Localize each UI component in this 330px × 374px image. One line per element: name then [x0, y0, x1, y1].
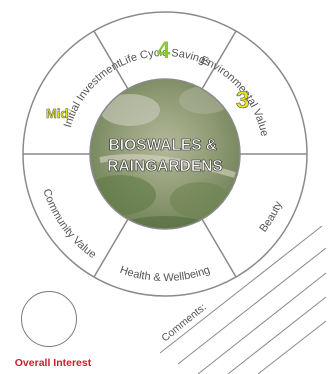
overall-interest-label: Overall Interest — [8, 357, 98, 369]
rating-environmental-value: 3 — [236, 87, 249, 114]
overall-interest-circle — [21, 291, 77, 347]
center-title-line-1: BIOSWALES & — [109, 137, 218, 154]
rating-life-cycle-savings: 4 — [157, 37, 171, 64]
comments-label: Comments: — [159, 301, 208, 344]
rating-initial-investment: Mid — [46, 106, 68, 121]
center-title-line-2: RAINGARDENS — [107, 158, 222, 175]
